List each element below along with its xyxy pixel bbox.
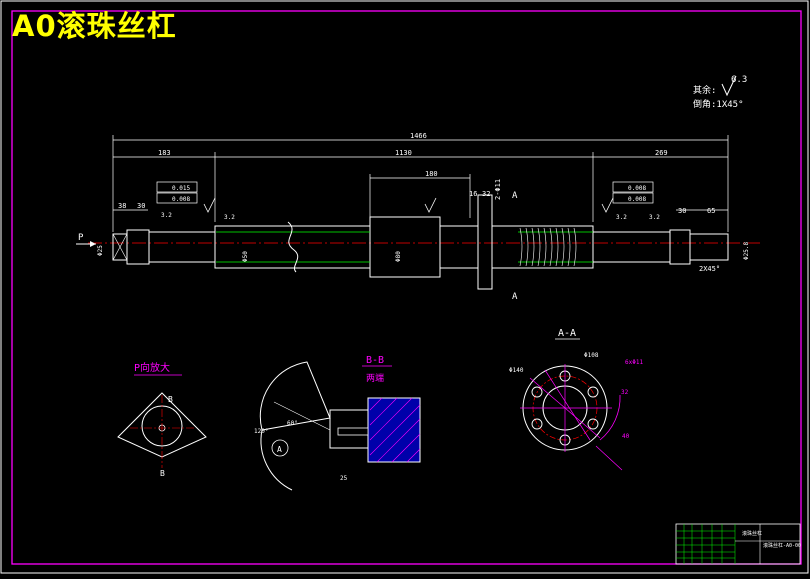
ra-3: 3.2 [616,214,627,221]
square-drive [112,233,128,261]
thread-section [519,227,577,267]
b-view: B-B 两端 A 120° 60° 25 [254,355,421,491]
title-block-drawing-no: 滚珠丝杠-A0-00 [763,542,801,549]
a-view-pcd: Φ108 [584,352,599,359]
dim-shaft: Φ50 [242,251,249,262]
dim-right: 269 [655,149,668,157]
a-view-title: A-A [558,328,576,339]
b-view-subtitle: 两端 [366,372,384,384]
label-a-bottom: A [512,292,518,302]
ra-2: 3.2 [224,214,235,221]
dim-left-d2: 30 [137,202,145,210]
label-a-top: A [512,191,518,201]
p-view-b-bottom: B [160,469,165,478]
roughness-value: 6.3 [731,75,747,85]
dim-left-end: Φ25 [97,245,104,256]
dim-flange-c: 2-Φ11 [494,179,502,200]
dimension-lines [112,135,729,232]
ra-4: 3.2 [649,214,660,221]
roughness-values: 3.2 3.2 3.2 3.2 [161,212,660,221]
dim-overall: 1466 [410,132,427,140]
dim-left-d1: 38 [118,202,126,210]
inner-frame [11,10,802,565]
label-p: P [78,233,84,243]
a-view-od: Φ140 [509,367,524,374]
p-view-title: P向放大 [134,361,170,374]
b-view-dim-25: 25 [340,475,348,482]
tol-4: 0.008 [628,196,646,203]
section-arrows: P A A [76,191,518,302]
drawing-title: A0滚珠丝杠 [12,9,177,43]
dim-right-d2: 65 [707,207,715,215]
a-view-dim-40: 40 [622,433,630,440]
p-view-b-top: B [168,395,173,404]
dim-chamfer-right: 2X45° [699,265,720,273]
tol-2: 0.008 [172,196,190,203]
title-block-name: 滚珠丝杠 [742,530,762,537]
b-view-circle-a: A [277,445,282,454]
dim-middle: 1130 [395,149,412,157]
b-view-angle-60: 60° [287,420,298,427]
tol-1: 0.015 [172,185,190,192]
roughness-label: 其余: [693,84,716,96]
chamfer-note: 倒角:1X45° [693,98,744,110]
dim-flange-a: 16 [469,190,477,198]
dimension-texts: 1466 183 1130 269 180 16 32 2-Φ11 38 30 … [118,132,720,273]
shaft-body [112,194,729,290]
vertical-dim-texts: Φ25 Φ50 Φ80 Φ25.8 [97,242,750,262]
p-view: P向放大 B B [117,361,207,478]
dim-right-end: Φ25.8 [743,242,750,260]
dim-nut-dia: Φ80 [395,251,402,262]
dim-left: 183 [158,149,171,157]
dim-flange-b: 32 [482,190,490,198]
roughness-note: 其余: 6.3 倒角:1X45° [693,75,747,110]
dim-right-d1: 30 [678,207,686,215]
a-view-dim-32: 32 [621,389,629,396]
tol-3: 0.008 [628,185,646,192]
ra-1: 3.2 [161,212,172,219]
a-view-bolt: 6xΦ11 [625,359,643,366]
a-view: A-A Φ108 Φ140 6xΦ11 32 40 [509,328,643,471]
break-line [287,221,299,273]
roughness-symbols [203,197,614,213]
title-block: 滚珠丝杠 滚珠丝杠-A0-00 [675,523,801,565]
b-view-angle-120: 120° [254,428,268,435]
tolerance-frames: 0.015 0.008 0.008 0.008 [156,181,654,204]
dim-nut: 180 [425,170,438,178]
b-view-title: B-B [366,355,384,366]
